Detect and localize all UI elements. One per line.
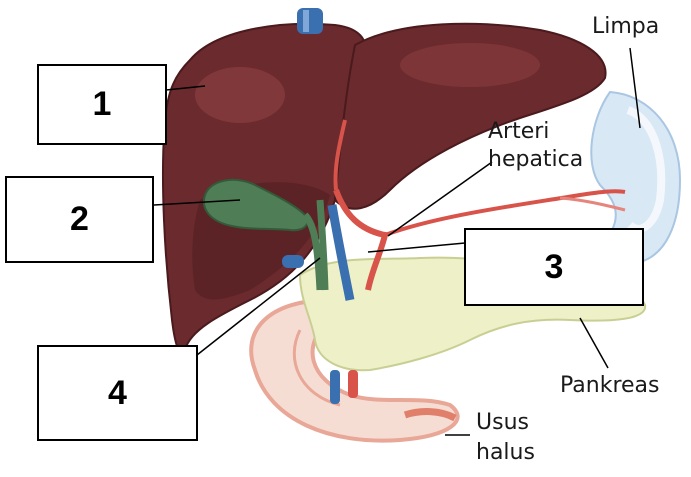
label-usus: Usus [476,410,529,436]
mesenteric-artery [348,370,358,398]
label-pankreas: Pankreas [560,373,659,399]
leader-pankreas [580,318,608,368]
mesenteric-vein [330,370,340,404]
liver-highlight-left [400,43,540,87]
vessel-lower-blue [282,255,304,268]
inferior-vena-cava-top [297,8,323,34]
label-box-4[interactable]: 4 [37,345,198,441]
label-halus: halus [476,440,535,466]
label-box-3[interactable]: 3 [464,228,644,306]
label-arteri: Arteri [488,119,549,145]
liver-highlight-right [195,67,285,123]
label-limpa: Limpa [592,14,659,40]
label-hepatica: hepatica [488,147,583,173]
inferior-vena-cava-top-highlight [303,10,309,32]
label-box-1[interactable]: 1 [37,64,167,145]
label-box-2[interactable]: 2 [5,176,154,263]
